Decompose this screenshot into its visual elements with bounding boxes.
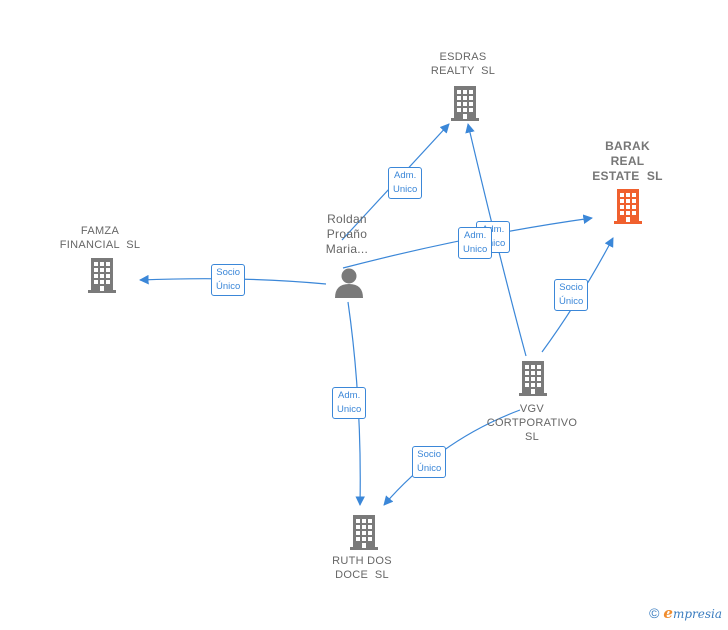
building-icon[interactable] (519, 361, 547, 396)
building-icon[interactable] (614, 189, 642, 224)
node-label-barak[interactable]: BARAK REAL ESTATE SL (592, 139, 663, 183)
brand-watermark: ©empresia (649, 604, 722, 622)
node-label-roldan[interactable]: Roldan Proaño Maria... (325, 212, 369, 256)
edge-label-roldan-barak: Adm.Unico (458, 227, 493, 259)
node-label-esdras[interactable]: ESDRAS REALTY SL (430, 51, 496, 77)
node-label-ruth[interactable]: RUTH DOS DOCE SL (332, 555, 392, 581)
building-icon[interactable] (350, 515, 378, 550)
building-icon[interactable] (88, 258, 116, 293)
building-icon[interactable] (451, 86, 479, 121)
person-icon[interactable] (335, 268, 363, 299)
copyright-icon: © (649, 605, 660, 621)
node-label-famza[interactable]: FAMZA FINANCIAL SL (59, 225, 141, 251)
edge-label-roldan-esdras: Adm.Unico (388, 167, 423, 199)
node-label-vgv[interactable]: VGV CORTPORATIVO SL (486, 403, 578, 443)
edge-label-roldan-ruth: Adm.Unico (332, 387, 367, 419)
